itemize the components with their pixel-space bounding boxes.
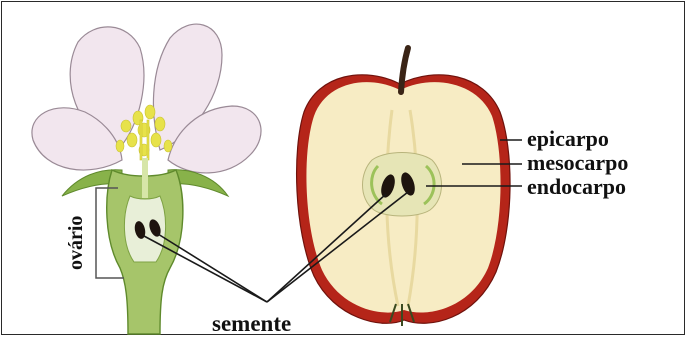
line-semente-flower-2 xyxy=(158,234,267,302)
epicarpo-label: epicarpo xyxy=(527,126,609,151)
mesocarpo-label: mesocarpo xyxy=(527,150,628,175)
ovario-label: ovário xyxy=(65,216,87,270)
style xyxy=(142,158,148,198)
apple-illustration xyxy=(297,48,510,326)
semente-label: semente xyxy=(212,311,291,336)
flower-illustration xyxy=(32,24,261,334)
endocarpo-label: endocarpo xyxy=(527,174,626,199)
